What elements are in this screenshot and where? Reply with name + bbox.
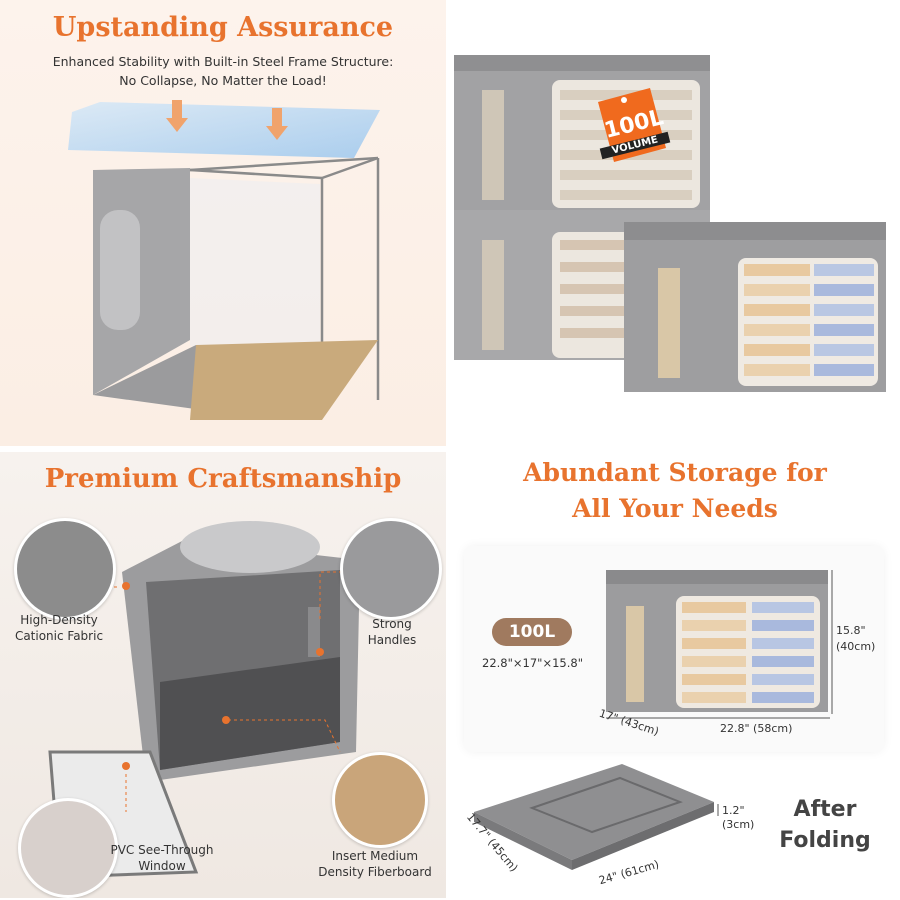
stacked-boxes-illustration <box>454 55 886 392</box>
folded-box <box>474 764 714 860</box>
volume-badge: 100L <box>492 618 572 646</box>
panel-upstanding-assurance: Upstanding Assurance Enhanced Stability … <box>0 0 446 446</box>
height-cm: (40cm) <box>836 640 876 653</box>
panel4-title-line1: Abundant Storage for <box>523 458 827 487</box>
height-in: 15.8" <box>836 624 866 637</box>
panel3-title: Premium Craftsmanship <box>44 464 402 494</box>
fiberboard-floor <box>190 340 378 420</box>
width-dim: 22.8" (58cm) <box>720 722 793 735</box>
panel4-title-line2: All Your Needs <box>572 494 778 523</box>
panel-abundant-storage: Abundant Storage for All Your Needs <box>452 452 898 898</box>
handle-closeup <box>340 518 442 620</box>
open-box-illustration <box>48 521 360 879</box>
window-closeup <box>18 798 118 898</box>
fabric-closeup <box>14 518 116 620</box>
panel1-subtitle-line1: Enhanced Stability with Built-in Steel F… <box>52 54 394 69</box>
pressure-lid <box>68 102 380 158</box>
panel-stacked-boxes: 100L VOLUME <box>452 0 898 446</box>
board-closeup <box>332 752 428 848</box>
panel1-title: Upstanding Assurance <box>52 12 394 43</box>
dimension-box-illustration <box>474 570 833 870</box>
fold-height-cm: (3cm) <box>722 818 755 831</box>
lid-rolled <box>180 521 320 573</box>
down-arrow-icon <box>166 100 288 140</box>
handle-strap <box>308 607 320 657</box>
panel1-subtitle-line2: No Collapse, No Matter the Load! <box>119 73 327 88</box>
dimension-lines <box>606 570 833 719</box>
steel-frame-illustration <box>68 100 380 420</box>
size-text: 22.8"×17"×15.8" <box>482 656 583 670</box>
fold-height-in: 1.2" <box>722 804 745 817</box>
